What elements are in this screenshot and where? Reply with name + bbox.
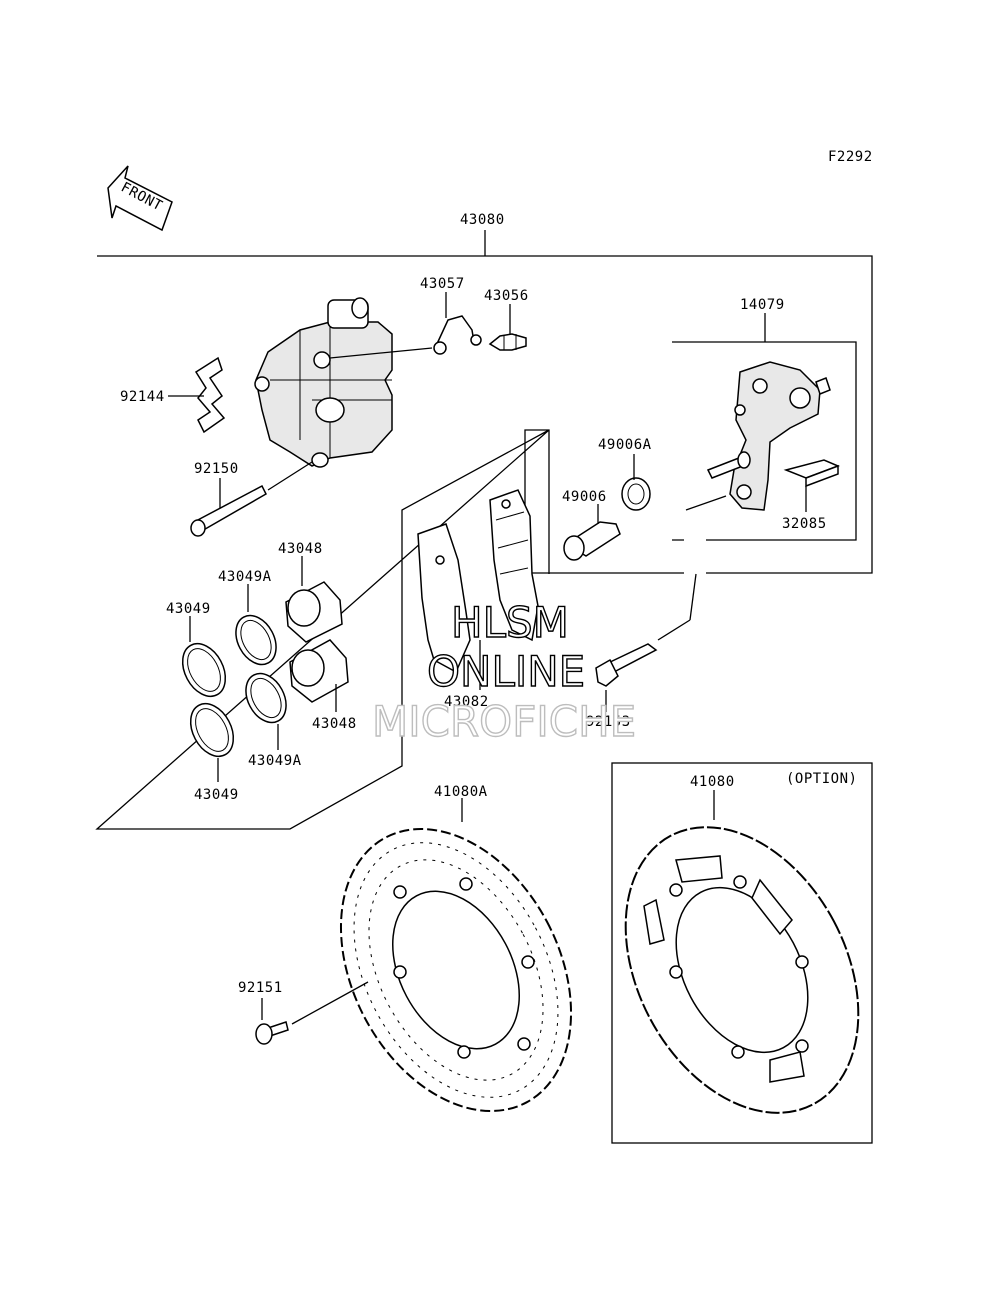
- caliper-bracket-14079: [706, 361, 831, 511]
- label-14079: 14079: [740, 297, 785, 313]
- label-49006A: 49006A: [598, 437, 652, 453]
- disc-41080A: [339, 798, 573, 1112]
- label-43049A-top: 43049A: [218, 569, 272, 585]
- bracket-subbox-outline: [672, 313, 857, 541]
- pad-pin-92150: [190, 461, 313, 537]
- label-49006: 49006: [562, 489, 607, 505]
- bleeder-valve-43056: [488, 304, 527, 351]
- piston-43048-top: [285, 556, 343, 643]
- boot-49006A: [621, 454, 651, 511]
- option-disc-box: [611, 762, 873, 1144]
- option-label: (OPTION): [786, 771, 857, 787]
- label-41080: 41080: [690, 774, 735, 790]
- seal-43049A-top: [235, 584, 277, 666]
- label-92150: 92150: [194, 461, 239, 477]
- pad-spring-92144: [168, 356, 226, 434]
- label-43057: 43057: [420, 276, 465, 292]
- caliper-body: [254, 297, 393, 468]
- label-32085: 32085: [782, 516, 827, 532]
- front-arrow-icon: FRONT: [107, 165, 173, 232]
- seal-43049-bottom: [189, 702, 235, 782]
- bleeder-cap-43057: [433, 292, 482, 355]
- label-43049-top: 43049: [166, 601, 211, 617]
- label-43048-top: 43048: [278, 541, 323, 557]
- label-92144: 92144: [120, 389, 165, 405]
- piston-43048-bottom: [289, 639, 349, 712]
- label-43056: 43056: [484, 288, 529, 304]
- bolt-92153: [595, 573, 697, 712]
- label-41080A: 41080A: [434, 784, 488, 800]
- watermark-line3: MICROFICHE: [372, 697, 636, 746]
- leader-bracket: [685, 495, 727, 511]
- label-43082: 43082: [444, 694, 489, 710]
- label-43048-bottom: 43048: [312, 716, 357, 732]
- slide-pin-49006: [563, 504, 621, 561]
- figure-code: F2292: [828, 149, 873, 165]
- disc-41080-option: [624, 790, 860, 1114]
- seal-43049-top: [181, 616, 227, 698]
- label-43049A-bottom: 43049A: [248, 753, 302, 769]
- clip-32085: [783, 459, 841, 512]
- brake-pads-43082: [417, 489, 539, 690]
- label-92151: 92151: [238, 980, 283, 996]
- watermark-line1: HLSM: [451, 598, 569, 647]
- label-43080: 43080: [460, 212, 505, 228]
- watermark: HLSM ONLINE MICROFICHE: [371, 597, 637, 746]
- label-43049-bottom: 43049: [194, 787, 239, 803]
- screw-92151: [255, 981, 369, 1045]
- caliper-assembly-outline: [95, 230, 873, 830]
- label-92153: 92153: [586, 714, 631, 730]
- watermark-line2: ONLINE: [427, 647, 585, 696]
- seal-43049A-bottom: [245, 672, 287, 750]
